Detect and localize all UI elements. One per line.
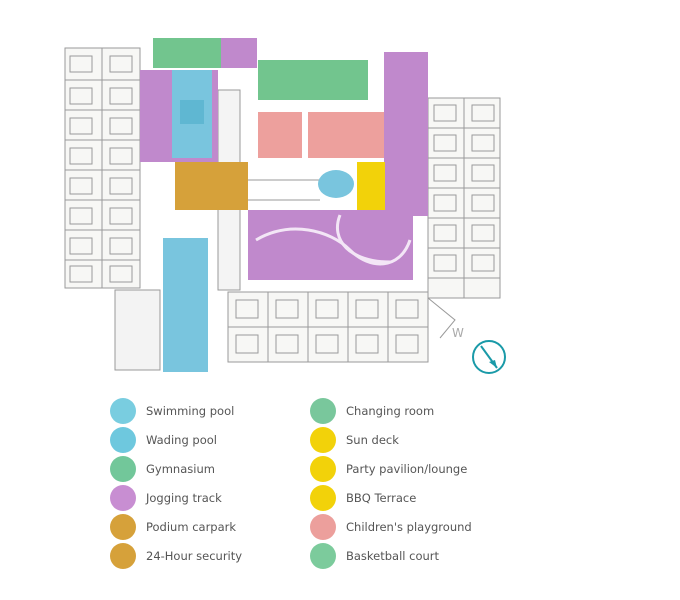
wading-pool-color-swatch	[110, 427, 136, 453]
legend-item-changing-room: Changing room	[310, 398, 434, 424]
compass-marker-label: W	[452, 326, 464, 340]
legend-item-childrens-playground: Children's playground	[310, 514, 472, 540]
legend-label: Children's playground	[346, 520, 472, 534]
sun-deck-color-swatch	[310, 427, 336, 453]
gymnasium-color-swatch	[110, 456, 136, 482]
swimming-pool-color-swatch	[110, 398, 136, 424]
playground-zone-2	[308, 112, 384, 158]
legend-item-jogging-track: Jogging track	[110, 485, 222, 511]
legend-item-gymnasium: Gymnasium	[110, 456, 215, 482]
legend-label: Swimming pool	[146, 404, 235, 418]
apartment-block-west	[64, 47, 141, 289]
jogging-track-color-swatch	[110, 485, 136, 511]
bbq-terrace-color-swatch	[310, 485, 336, 511]
playground-zone-1	[258, 112, 302, 158]
sun-deck-zone	[357, 162, 385, 216]
podium-carpark-color-swatch	[110, 514, 136, 540]
basketball-court-zone	[258, 60, 368, 100]
legend-item-24-hour-security: 24-Hour security	[110, 543, 242, 569]
north-arrow-compass-icon	[472, 340, 506, 374]
security-color-swatch	[110, 543, 136, 569]
legend-item-sun-deck: Sun deck	[310, 427, 399, 453]
legend-item-bbq-terrace: BBQ Terrace	[310, 485, 416, 511]
basketball-court-color-swatch	[310, 543, 336, 569]
legend-item-podium-carpark: Podium carpark	[110, 514, 236, 540]
legend-label: BBQ Terrace	[346, 491, 417, 505]
changing-room-color-swatch	[310, 398, 336, 424]
jogging-zone-nw	[221, 38, 257, 68]
legend-label: 24-Hour security	[146, 549, 243, 563]
legend-label: Party pavilion/lounge	[346, 462, 468, 476]
apartment-block-south	[227, 291, 429, 363]
apartment-block-east	[427, 97, 501, 299]
legend-item-wading-pool: Wading pool	[110, 427, 217, 453]
legend-item-basketball-court: Basketball court	[310, 543, 439, 569]
legend-label: Jogging track	[146, 491, 222, 505]
legend-item-swimming-pool: Swimming pool	[110, 398, 234, 424]
jogging-zone-east	[384, 52, 428, 216]
gymnasium-zone	[153, 38, 221, 68]
legend-label: Changing room	[346, 404, 435, 418]
party-pavilion-color-swatch	[310, 456, 336, 482]
legend-label: Wading pool	[146, 433, 217, 447]
kids-pool-zone	[318, 170, 354, 198]
swimming-pool-zone	[163, 238, 208, 372]
legend-label: Gymnasium	[146, 462, 215, 476]
podium-carpark-zone	[175, 162, 248, 210]
legend-label: Podium carpark	[146, 520, 237, 534]
legend-label: Basketball court	[346, 549, 440, 563]
childrens-playground-color-swatch	[310, 514, 336, 540]
jogging-zone-central	[248, 210, 413, 280]
legend-item-party-pavilion: Party pavilion/lounge	[310, 456, 467, 482]
site-plan-map	[64, 38, 506, 374]
legend-label: Sun deck	[346, 433, 399, 447]
wading-pool-deck	[180, 100, 204, 124]
